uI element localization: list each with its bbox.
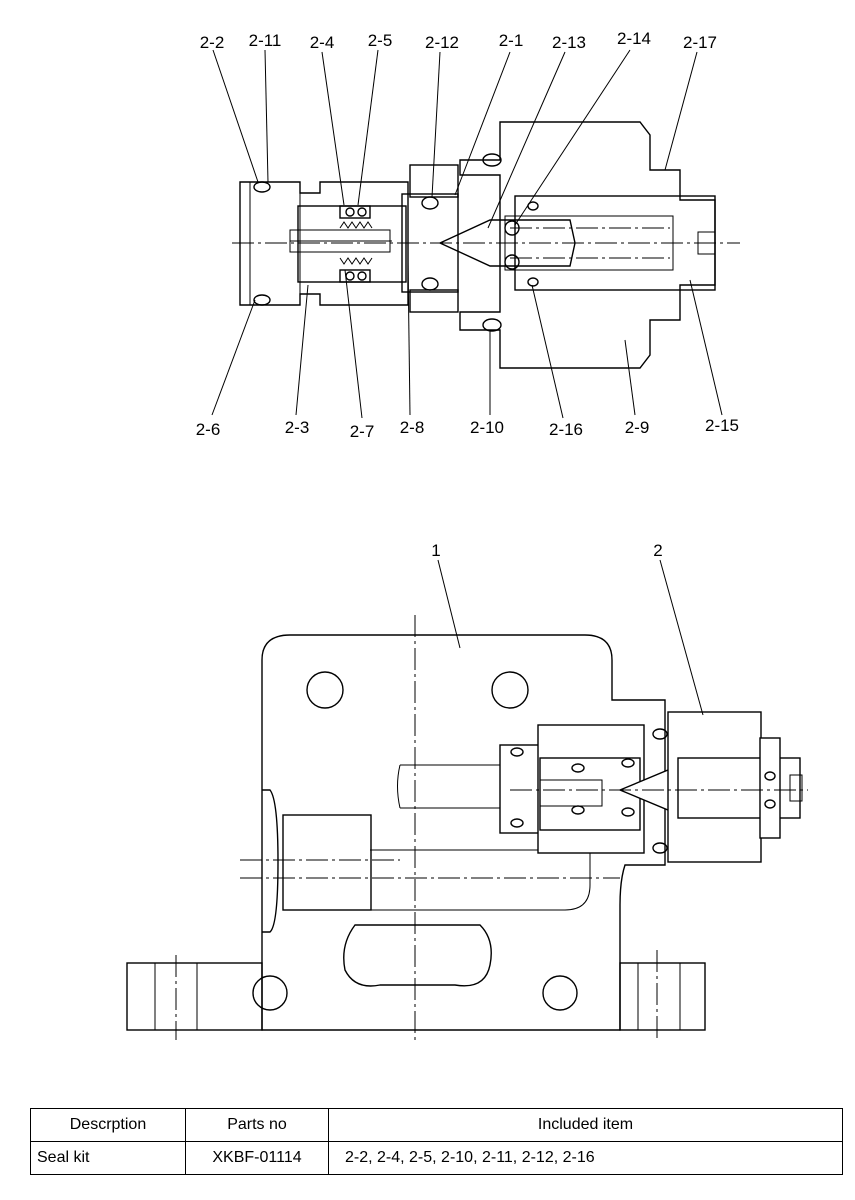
callout-label: 2-15: [705, 416, 739, 435]
callout-label: 2-16: [549, 420, 583, 439]
detail-callout-labels-bottom: 2-6 2-3 2-7 2-8 2-10 2-16 2-9 2-15: [196, 416, 739, 441]
callout-label: 2-6: [196, 420, 221, 439]
callout-label: 2-9: [625, 418, 650, 437]
callout-label: 2-10: [470, 418, 504, 437]
valve-detail-view: [232, 121, 740, 369]
callout-label: 2-8: [400, 418, 425, 437]
table-row: Seal kit XKBF-01114 2-2, 2-4, 2-5, 2-10,…: [30, 1141, 843, 1175]
callout-label: 2-17: [683, 33, 717, 52]
callout-label: 2-1: [499, 31, 524, 50]
cell-parts-no: XKBF-01114: [185, 1141, 329, 1175]
detail-leader-lines: [211, 49, 723, 419]
seal-kit-table: Descrption Parts no Included item Seal k…: [30, 1108, 843, 1175]
callout-label: 2-5: [368, 31, 393, 50]
assembly-view: [126, 615, 808, 1042]
callout-label: 2-2: [200, 33, 225, 52]
callout-label: 2-13: [552, 33, 586, 52]
cell-included-item: 2-2, 2-4, 2-5, 2-10, 2-11, 2-12, 2-16: [328, 1141, 843, 1175]
technical-drawing: 2-2 2-11 2-4 2-5 2-12 2-1 2-13 2-14 2-17…: [126, 29, 808, 1042]
cell-description: Seal kit: [30, 1141, 186, 1175]
callout-label: 2-14: [617, 29, 651, 48]
detail-callout-labels-top: 2-2 2-11 2-4 2-5 2-12 2-1 2-13 2-14 2-17: [200, 29, 717, 52]
callout-label: 2-7: [350, 422, 375, 441]
assembly-callouts: 1 2: [431, 541, 704, 716]
callout-label: 2-4: [310, 33, 335, 52]
table-header-row: Descrption Parts no Included item: [30, 1108, 843, 1142]
column-header-description: Descrption: [30, 1108, 186, 1142]
callout-label: 2-3: [285, 418, 310, 437]
column-header-parts-no: Parts no: [185, 1108, 329, 1142]
callout-label: 2-12: [425, 33, 459, 52]
callout-label: 1: [431, 541, 440, 560]
callout-label: 2-11: [249, 31, 282, 50]
column-header-included-item: Included item: [328, 1108, 843, 1142]
callout-label: 2: [653, 541, 662, 560]
